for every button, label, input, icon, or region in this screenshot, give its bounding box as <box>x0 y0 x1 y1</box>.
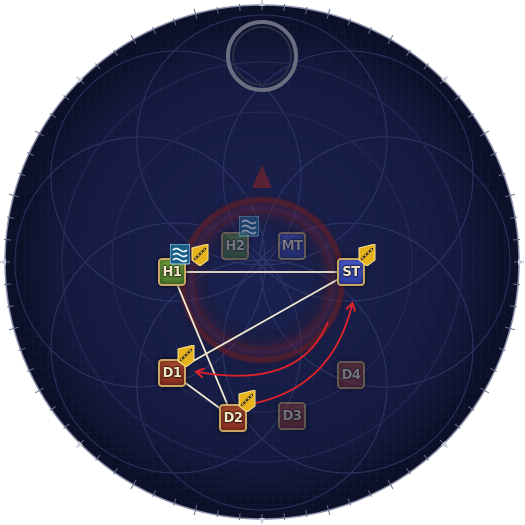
cardinal-marker <box>518 259 524 265</box>
rim-tick <box>505 193 516 198</box>
rim-tick <box>347 18 352 26</box>
marker-label: MT <box>281 238 303 254</box>
rim-tick <box>113 468 118 475</box>
move-arrow-D2-ST <box>237 305 352 407</box>
chain-debuff-icon <box>357 244 377 266</box>
rim-tick <box>326 505 331 516</box>
rim-tick <box>510 305 518 308</box>
rim-tick <box>505 326 516 331</box>
rim-tick <box>305 510 308 518</box>
rim-tick <box>454 423 461 429</box>
marker-label: H1 <box>162 264 182 280</box>
marker-st[interactable]: ST <box>337 258 365 286</box>
rim-tick <box>216 6 219 14</box>
marker-label: D2 <box>223 410 243 426</box>
rim-tick <box>468 113 475 118</box>
rim-tick <box>512 238 521 241</box>
rim-tick <box>238 3 241 12</box>
rim-tick <box>368 490 372 497</box>
rim-tick <box>347 498 352 506</box>
rim-tick <box>498 172 506 177</box>
rim-tick <box>283 3 286 12</box>
rim-tick <box>130 479 137 490</box>
cardinal-marker <box>259 0 265 6</box>
rim-tick <box>63 95 70 101</box>
rim-tick <box>479 130 490 137</box>
rim-tick <box>172 18 177 26</box>
marker-label: D3 <box>282 408 302 424</box>
rim-tick <box>27 152 34 156</box>
marker-label: D1 <box>162 365 182 381</box>
cardinal-marker <box>76 76 84 84</box>
rim-tick <box>498 347 506 352</box>
rim-tick <box>423 63 429 70</box>
rim-tick <box>368 27 372 34</box>
move-arrow-ST-D1 <box>198 321 329 376</box>
rim-tick <box>18 172 26 177</box>
rim-tick <box>490 368 497 372</box>
cardinal-marker <box>440 76 448 84</box>
rim-tick <box>6 216 14 219</box>
rim-tick <box>423 454 429 461</box>
marker-label: H2 <box>225 238 245 254</box>
rim-tick <box>490 152 497 156</box>
cardinal-marker <box>440 440 448 448</box>
marker-d3[interactable]: D3 <box>278 402 306 430</box>
rim-tick <box>479 387 490 394</box>
rim-tick <box>193 505 198 516</box>
marker-label: ST <box>342 264 360 280</box>
rim-tick <box>8 193 19 198</box>
cardinal-marker <box>0 259 6 265</box>
rim-tick <box>172 498 177 506</box>
marker-h2[interactable]: H2 <box>221 232 249 260</box>
rim-tick <box>238 512 241 521</box>
rim-tick <box>113 49 118 56</box>
rim-tick <box>283 512 286 521</box>
cardinal-marker <box>76 440 84 448</box>
rim-tick <box>95 63 101 70</box>
rim-tick <box>406 468 411 475</box>
rim-tick <box>34 130 45 137</box>
rim-tick <box>34 387 45 394</box>
marker-label: D4 <box>341 367 361 383</box>
rim-tick <box>6 305 14 308</box>
chain-debuff-icon <box>237 390 257 412</box>
rim-tick <box>305 6 308 14</box>
tether-ST-D1 <box>171 271 352 374</box>
rim-tick <box>387 34 394 45</box>
rim-tick <box>18 347 26 352</box>
chain-debuff-icon <box>176 345 196 367</box>
rim-tick <box>468 406 475 411</box>
rim-tick <box>510 216 518 219</box>
cardinal-marker <box>259 518 265 524</box>
rim-tick <box>95 454 101 461</box>
marker-d4[interactable]: D4 <box>337 361 365 389</box>
marker-mt[interactable]: MT <box>278 232 306 260</box>
movement-arrows <box>198 305 352 407</box>
rim-tick <box>326 8 331 19</box>
top-ring-marker <box>226 20 298 92</box>
water-debuff-icon <box>239 216 259 237</box>
rim-tick <box>512 283 521 286</box>
rim-tick <box>3 283 12 286</box>
rim-tick <box>49 406 56 411</box>
rim-tick <box>454 95 461 101</box>
rim-tick <box>406 49 411 56</box>
rim-tick <box>152 27 156 34</box>
rim-tick <box>130 34 137 45</box>
rim-tick <box>63 423 70 429</box>
rim-tick <box>216 510 219 518</box>
water-debuff-icon <box>170 244 190 265</box>
rim-tick <box>3 238 12 241</box>
chain-debuff-icon <box>190 244 210 266</box>
rim-tick <box>193 8 198 19</box>
tether-H1-D2 <box>171 271 234 419</box>
rim-tick <box>8 326 19 331</box>
rim-tick <box>27 368 34 372</box>
rim-tick <box>49 113 56 118</box>
rim-tick <box>387 479 394 490</box>
rim-tick <box>152 490 156 497</box>
